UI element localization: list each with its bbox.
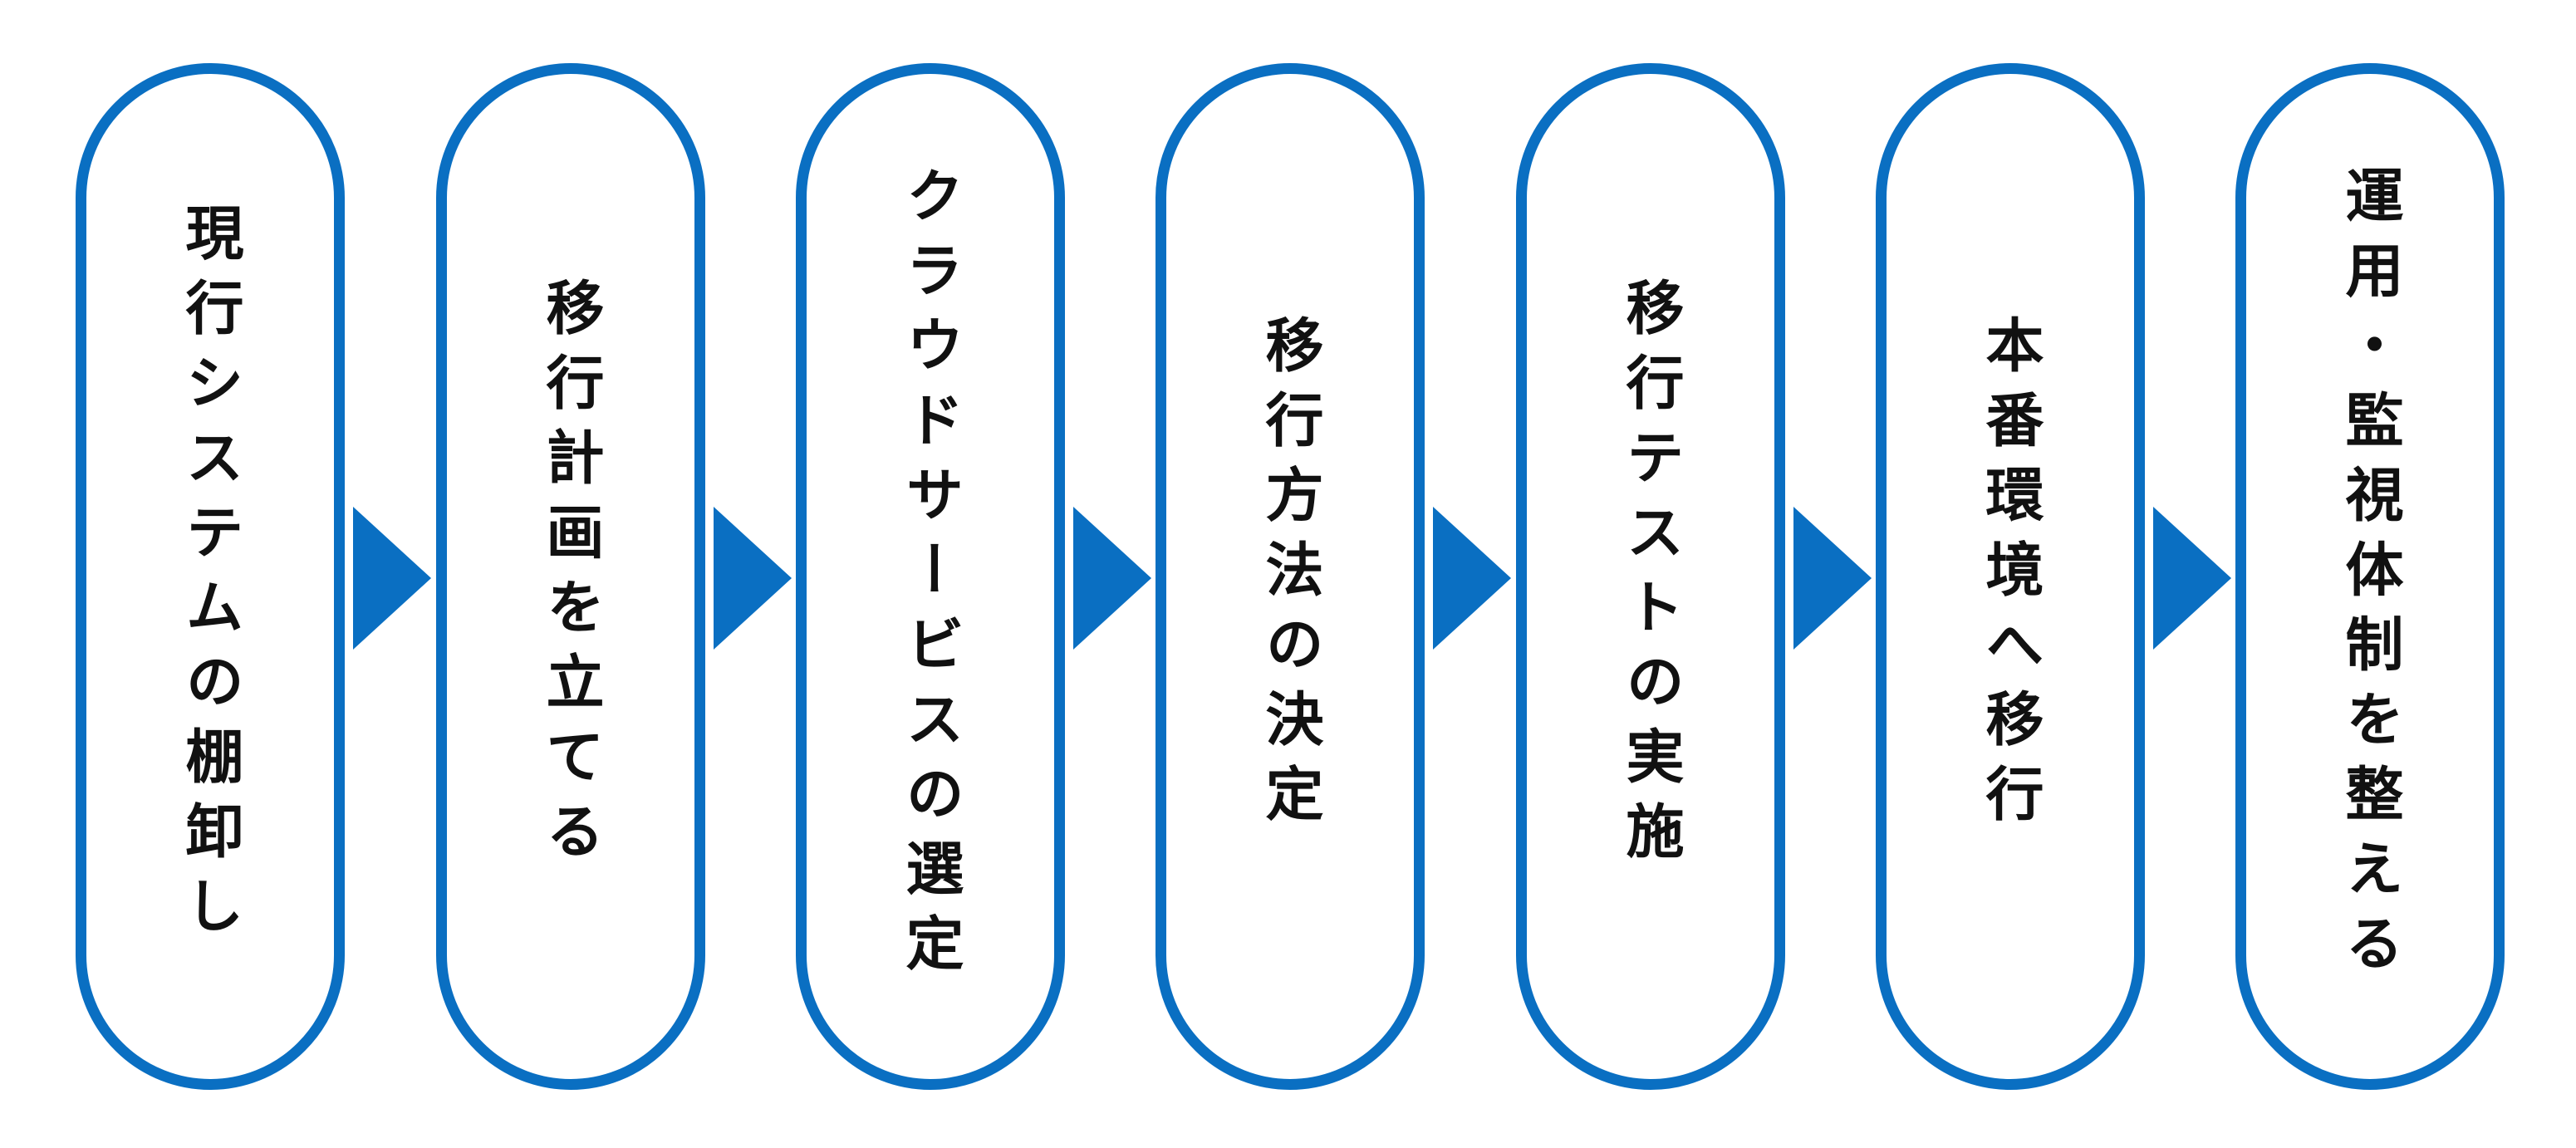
step-2-migration-plan: 移行計画を立てる (436, 63, 705, 1090)
step-3-cloud-selection: クラウドサービスの選定 (796, 63, 1065, 1090)
arrow-right-icon (1433, 507, 1511, 650)
step-1-label: 現行システムの棚卸し (176, 203, 244, 950)
step-1-inventory: 現行システムの棚卸し (76, 63, 345, 1090)
arrow-right-icon (1073, 507, 1151, 650)
step-5-migration-test: 移行テストの実施 (1516, 63, 1785, 1090)
step-6-label: 本番環境へ移行 (1976, 315, 2044, 838)
arrow-right-icon (714, 507, 792, 650)
step-7-operation-monitoring: 運用・監視体制を整える (2235, 63, 2505, 1090)
step-4-migration-method: 移行方法の決定 (1156, 63, 1425, 1090)
arrow-right-icon (353, 507, 431, 650)
step-3-label: クラウドサービスの選定 (896, 165, 964, 988)
step-6-production-migration: 本番環境へ移行 (1876, 63, 2145, 1090)
arrow-right-icon (2153, 507, 2231, 650)
step-2-label: 移行計画を立てる (537, 277, 605, 876)
step-5-label: 移行テストの実施 (1617, 277, 1685, 876)
arrow-right-icon (1793, 507, 1872, 650)
step-7-label: 運用・監視体制を整える (2336, 165, 2404, 988)
step-4-label: 移行方法の決定 (1256, 315, 1324, 838)
